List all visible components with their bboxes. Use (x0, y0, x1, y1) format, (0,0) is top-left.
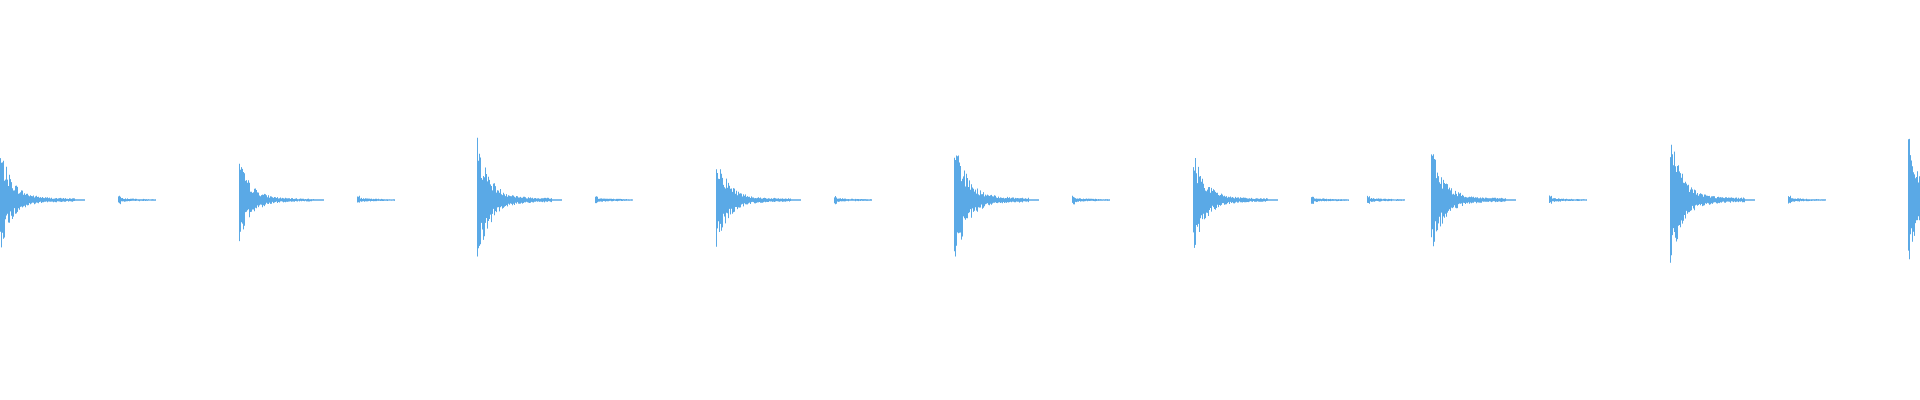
waveform-hit-1 (0, 158, 85, 248)
waveform-hit-4 (716, 169, 801, 247)
waveform-hit-6 (1193, 158, 1278, 248)
waveform-tick-4-1 (834, 196, 872, 205)
waveform-tick-6-2 (1367, 195, 1405, 204)
waveform-hit-8 (1670, 144, 1755, 263)
waveform-tick-2-1 (357, 195, 395, 203)
waveform-hit-9 (1908, 138, 1920, 260)
waveform-hit-3 (477, 137, 562, 257)
waveform-tick-1-1 (118, 195, 156, 205)
waveform-tick-6-1 (1311, 196, 1349, 204)
waveform-track (0, 137, 1920, 263)
waveform-tick-5-1 (1072, 195, 1110, 205)
waveform-hit-2 (239, 163, 324, 242)
waveform-tick-3-1 (595, 196, 633, 204)
waveform-hit-7 (1431, 154, 1516, 247)
waveform-tick-7-1 (1549, 195, 1587, 204)
waveform-tick-8-1 (1788, 195, 1826, 204)
waveform-hit-5 (954, 155, 1039, 257)
